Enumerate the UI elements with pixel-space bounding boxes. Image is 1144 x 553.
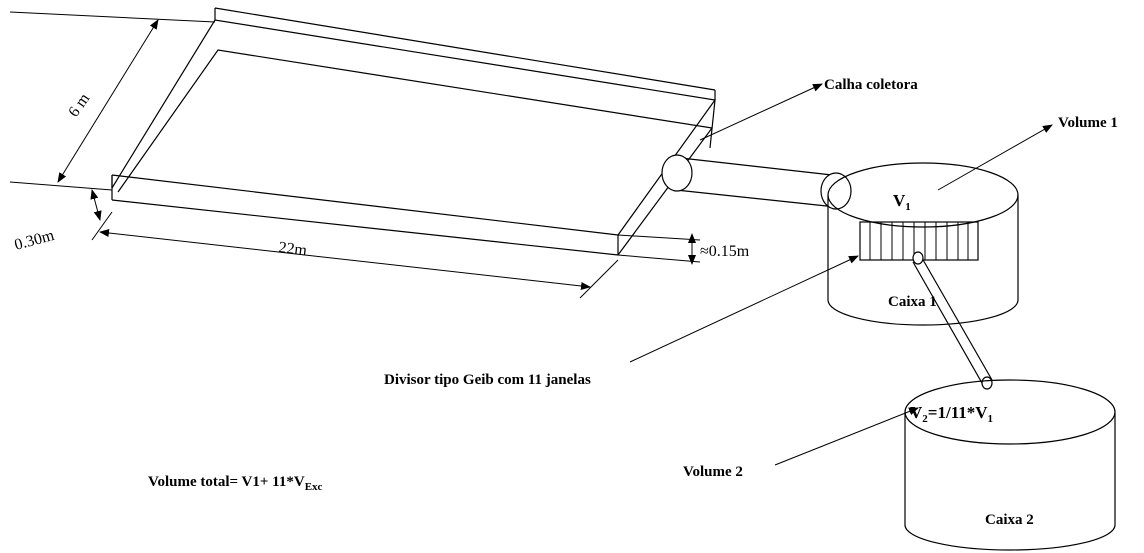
gutter-end-right — [820, 172, 852, 210]
tank1-label: Caixa 1 — [888, 294, 937, 310]
dimension-width: 6 m — [9, 11, 216, 191]
divider-label: Divisor tipo Geib com 11 janelas — [384, 372, 591, 388]
tank-1: V1 Caixa 1 Volume 1 — [827, 115, 1118, 326]
gutter-end-left — [661, 154, 693, 192]
width-dim-label: 6 m — [65, 90, 93, 120]
v1-symbol: V1 — [893, 191, 911, 213]
dimension-length: 22m — [99, 229, 619, 299]
height-dim-label: 0.30m — [13, 227, 57, 254]
tank2-label: Caixa 2 — [985, 512, 1034, 528]
divider-annotation: Divisor tipo Geib com 11 janelas — [384, 255, 859, 388]
tank-2: V2=1/11*V1 Caixa 2 Volume 2 — [683, 379, 1116, 551]
gutter-label: Calha coletora — [824, 77, 918, 93]
depth-dim-label: ≈0.15m — [700, 243, 750, 260]
total-volume-formula: Volume total= V1+ 11*VExc — [148, 474, 323, 493]
v2-formula: V2=1/11*V1 — [910, 403, 993, 425]
dimension-height: 0.30m — [13, 189, 113, 254]
dimension-depth: ≈0.15m — [617, 233, 750, 265]
collector-gutter: Calha coletora — [661, 77, 918, 210]
roof-slab — [111, 7, 716, 256]
length-dim-label: 22m — [278, 239, 309, 259]
volume1-label: Volume 1 — [1058, 115, 1118, 131]
volume2-label: Volume 2 — [683, 464, 743, 480]
